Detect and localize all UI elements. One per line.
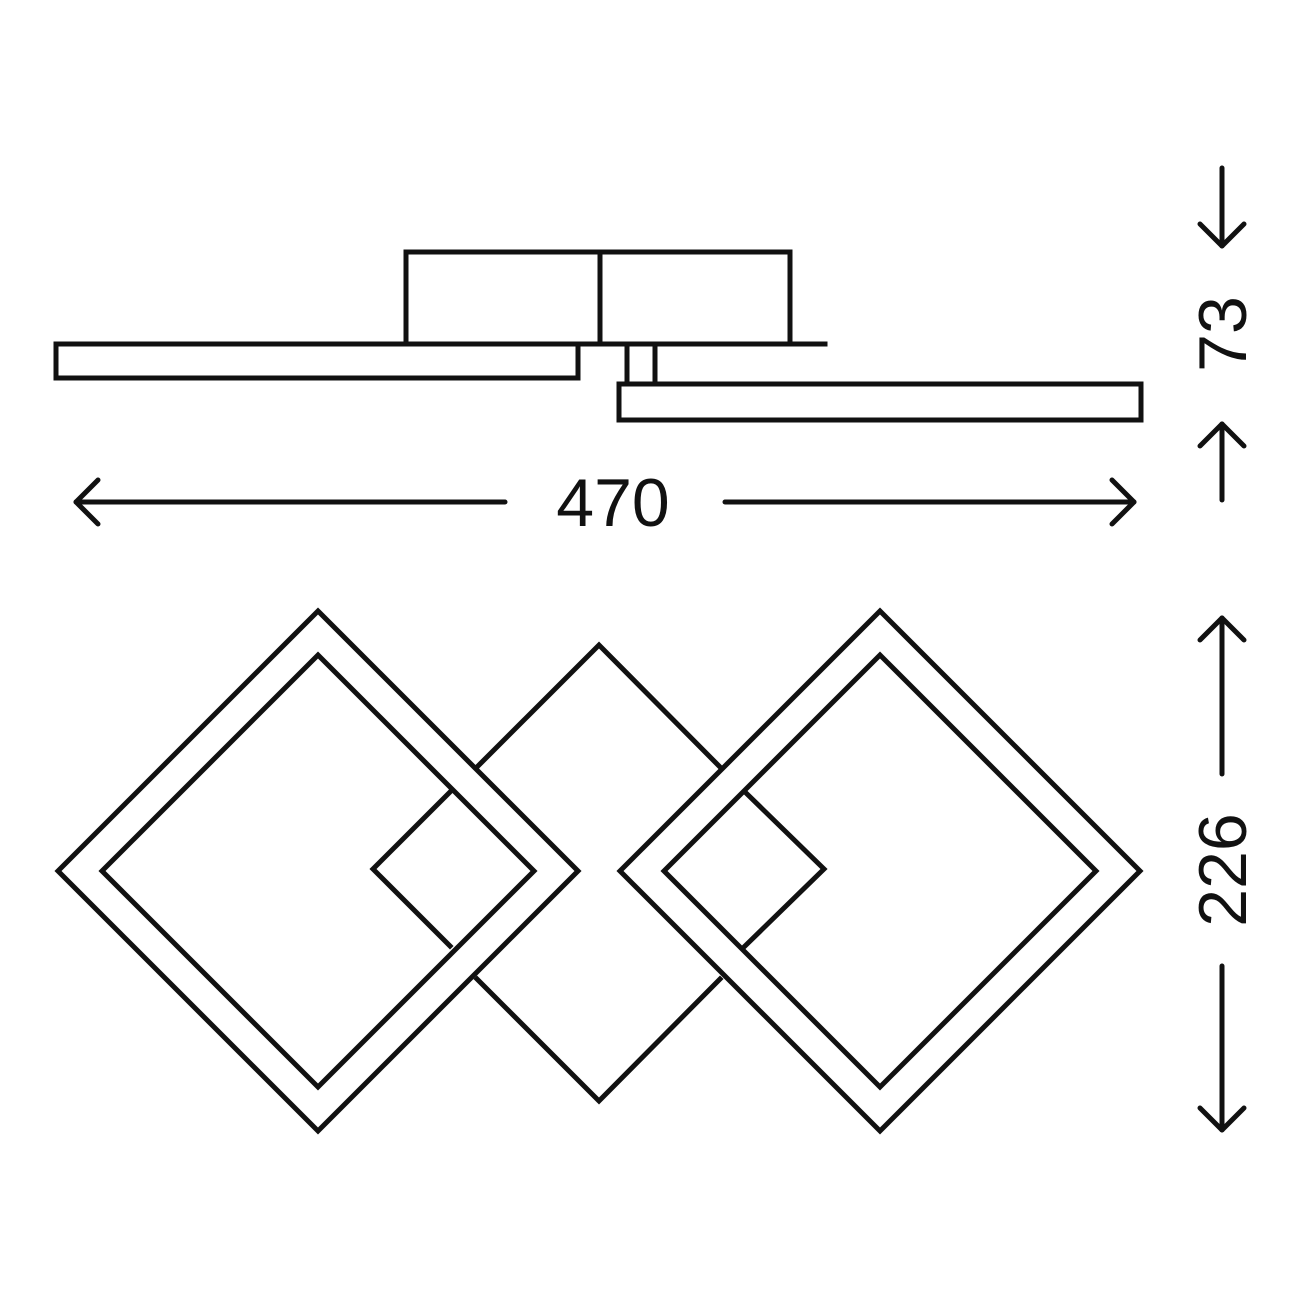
arrow-up-icon xyxy=(1197,615,1247,643)
arrow-down-icon xyxy=(1197,221,1247,249)
side-height-label: 73 xyxy=(1185,296,1261,372)
left-inner-connector xyxy=(369,788,454,950)
plan-depth-label: 226 xyxy=(1185,813,1261,926)
left-frame-inner xyxy=(98,651,538,1091)
connector-stem xyxy=(624,341,658,387)
left-arm xyxy=(53,341,581,381)
arrow-right-icon xyxy=(1109,477,1137,527)
side-height-dimension: 73 xyxy=(1185,165,1261,503)
length-label: 470 xyxy=(556,465,669,541)
length-dimension: 470 xyxy=(73,465,1137,541)
right-frame-inner xyxy=(660,651,1100,1091)
arrow-left-icon xyxy=(73,477,101,527)
side-view xyxy=(53,249,1144,423)
plan-view xyxy=(54,607,1144,1135)
plan-depth-dimension: 226 xyxy=(1185,615,1261,1133)
arrow-down-icon xyxy=(1197,1105,1247,1133)
right-arm xyxy=(616,381,1144,423)
right-frame-outer xyxy=(616,607,1144,1135)
arrow-up-icon xyxy=(1197,421,1247,449)
center-diamond-top xyxy=(473,641,724,771)
right-inner-connector xyxy=(741,788,828,950)
left-frame-outer xyxy=(54,607,582,1135)
center-diamond-bottom xyxy=(473,975,724,1105)
